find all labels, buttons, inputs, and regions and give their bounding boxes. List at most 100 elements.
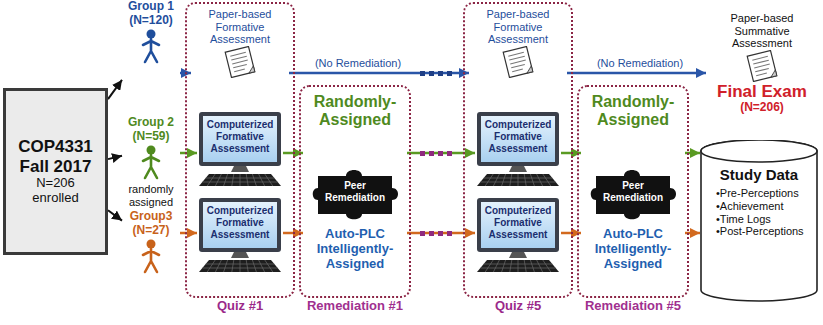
- student-group: Group3(N=27): [122, 210, 180, 274]
- node-text: Paper-based Formative Assessment: [191, 8, 289, 46]
- note-label: randomly assigned: [122, 183, 180, 208]
- person-body: [143, 155, 159, 178]
- node-text: Randomly-Assigned: [581, 93, 685, 130]
- ellipsis-dots: [420, 231, 452, 236]
- assignment-label-box: Auto-PLC Intelligently-Assigned: [303, 224, 407, 272]
- node-text: N=206 enrolled: [12, 176, 99, 206]
- phase-heading: Quiz #1: [175, 299, 305, 314]
- node-text: Randomly-Assigned: [303, 93, 407, 130]
- monitor-stand: [231, 252, 249, 258]
- node-text: Auto-PLC Intelligently-Assigned: [581, 227, 685, 272]
- edge-label: (No Remediation): [595, 57, 685, 70]
- monitor-screen: [203, 116, 277, 162]
- ellipsis-dots: [420, 71, 452, 76]
- monitor-bezel: [477, 198, 559, 252]
- node-text: Group 2: [122, 116, 180, 130]
- edge-label: (No Remediation): [313, 57, 403, 70]
- node-text: Computerized Formative Assessment: [481, 119, 555, 155]
- phase-region: Quiz #1Paper-based Formative AssessmentC…: [185, 2, 295, 298]
- paper-curl: [770, 70, 777, 77]
- node-text: Group3: [122, 210, 180, 224]
- paper-curl: [526, 66, 533, 73]
- paper-assessment: Paper-based Formative Assessment: [469, 6, 567, 86]
- person-head: [147, 239, 156, 248]
- node-text: (N=206): [706, 101, 818, 115]
- node-text: (N=59): [122, 130, 180, 144]
- paper-sheet: [225, 46, 255, 77]
- assignment-label-box: Randomly-Assigned: [581, 90, 685, 162]
- monitor-stand: [509, 166, 527, 172]
- paper-curl: [248, 66, 255, 73]
- puzzle-piece: [313, 170, 398, 219]
- node-text: (N=27): [122, 224, 180, 238]
- paper-icon: [739, 50, 785, 82]
- peer-remediation-piece: Peer Remediation: [310, 168, 400, 220]
- paper-sheet: [503, 46, 533, 77]
- node-text: Paper-based Formative Assessment: [469, 8, 567, 46]
- paper-sheet: [747, 50, 777, 81]
- node-text: Peer Remediation: [596, 180, 670, 204]
- phase-heading: Remediation #1: [289, 299, 421, 314]
- person-icon: [139, 144, 163, 180]
- keyboard: [477, 260, 559, 272]
- keyboard-keys: [202, 174, 277, 186]
- flow-arrow: [567, 72, 706, 75]
- phase-heading: Remediation #5: [567, 299, 699, 314]
- paper-lines: [230, 52, 249, 71]
- phase-region: Remediation #1Randomly-AssignedPeer Reme…: [299, 85, 411, 298]
- keyboard-keys: [202, 260, 277, 272]
- final-exam: Paper-based Summative AssessmentFinal Ex…: [706, 8, 818, 136]
- cylinder-top: [701, 140, 817, 162]
- student-group: Group 2(N=59): [122, 116, 180, 182]
- peer-remediation-piece: Peer Remediation: [588, 168, 678, 220]
- computer-assessment: Computerized Formative Assessment: [197, 198, 283, 274]
- node-text: Computerized Formative Assessment: [481, 205, 555, 241]
- flow-arrow: [180, 232, 197, 235]
- node-text: Peer Remediation: [318, 180, 392, 204]
- keyboard-keys: [480, 260, 555, 272]
- paper-icon: [495, 46, 541, 78]
- data-item: •Time Logs: [716, 213, 812, 226]
- computer-assessment: Computerized Formative Assessment: [475, 112, 561, 188]
- paper-icon: [217, 46, 263, 78]
- monitor-screen: [203, 202, 277, 248]
- computer-assessment: Computerized Formative Assessment: [475, 198, 561, 274]
- node-text: Computerized Formative Assessment: [203, 119, 277, 155]
- data-item: •Achievement: [716, 200, 812, 213]
- assignment-label-box: Auto-PLC Intelligently-Assigned: [581, 224, 685, 272]
- assignment-label-box: Randomly-Assigned: [303, 90, 407, 162]
- node-text: Auto-PLC Intelligently-Assigned: [303, 227, 407, 272]
- person-head: [147, 29, 156, 38]
- flow-arrow: [108, 156, 122, 159]
- ellipsis-dots: [420, 151, 452, 156]
- flow-arrow: [180, 152, 197, 155]
- computer-assessment: Computerized Formative Assessment: [197, 112, 283, 188]
- paper-assessment: Paper-based Formative Assessment: [191, 6, 289, 86]
- course-box: COP4331 Fall 2017N=206 enrolled: [3, 88, 108, 255]
- keyboard: [199, 260, 281, 272]
- student-group: Group 1(N=120): [122, 0, 180, 80]
- node-text: Final Exam: [706, 82, 818, 102]
- keyboard: [199, 174, 281, 186]
- data-item: •Pre-Perceptions: [716, 187, 812, 200]
- keyboard: [477, 174, 559, 186]
- phase-region: Remediation #5Randomly-AssignedPeer Reme…: [577, 85, 689, 298]
- person-icon: [139, 238, 163, 274]
- node-text: Group 1: [122, 0, 180, 14]
- flow-arrow: [108, 210, 122, 220]
- monitor-bezel: [477, 112, 559, 166]
- puzzle-piece: [591, 170, 676, 219]
- monitor-stand: [509, 252, 527, 258]
- paper-lines: [508, 52, 527, 71]
- person-head: [147, 145, 156, 154]
- keyboard-keys: [480, 174, 555, 186]
- paper-lines: [752, 56, 771, 75]
- node-text: Paper-based Summative Assessment: [706, 12, 818, 50]
- node-text: Computerized Formative Assessment: [203, 205, 277, 241]
- person-body: [143, 249, 159, 272]
- node-text: (N=120): [122, 14, 180, 28]
- flow-arrow: [108, 80, 122, 99]
- phase-region: Quiz #5Paper-based Formative AssessmentC…: [463, 2, 573, 298]
